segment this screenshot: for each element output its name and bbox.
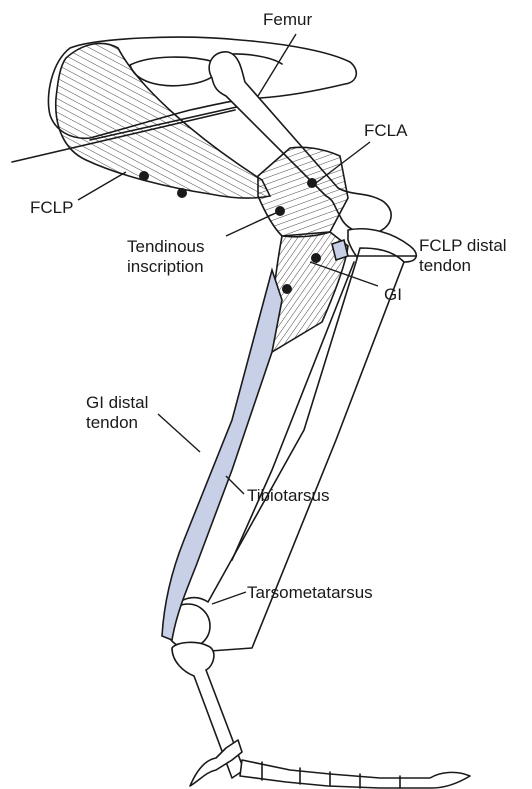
- fcla-dot-2: [275, 206, 285, 216]
- label-tibiotarsus: Tibiotarsus: [247, 486, 330, 506]
- gi-dot-2: [282, 284, 292, 294]
- fcla-muscle: [258, 147, 348, 237]
- label-tarsometatarsus: Tarsometatarsus: [247, 583, 373, 603]
- label-femur: Femur: [263, 10, 312, 30]
- label-gi-distal-tendon: GI distal tendon: [86, 393, 148, 433]
- label-fclp-distal-tendon: FCLP distal tendon: [419, 236, 507, 276]
- gi-distal-leader: [158, 414, 200, 452]
- fclp-dot-2: [177, 188, 187, 198]
- fclp-leader: [78, 172, 126, 200]
- label-gi: GI: [384, 285, 402, 305]
- fclp-dot-1: [139, 171, 149, 181]
- gi-dot-1: [311, 253, 321, 263]
- label-tendinous-inscription: Tendinous inscription: [127, 237, 205, 277]
- label-fclp: FCLP: [30, 198, 73, 218]
- label-fcla: FCLA: [364, 121, 407, 141]
- tibiotarsus-leader: [226, 476, 244, 494]
- toe-front: [240, 760, 470, 788]
- tendinous-inscription-leader: [226, 212, 278, 236]
